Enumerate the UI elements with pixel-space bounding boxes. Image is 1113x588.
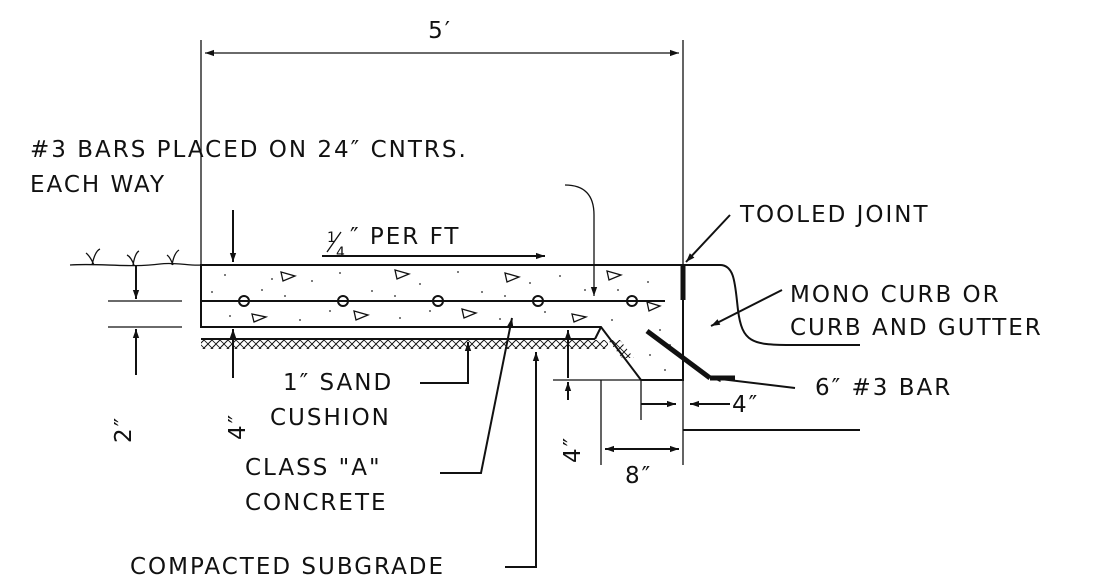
- toe-depth-label: 4″: [560, 436, 586, 463]
- bars-label-line1: #3 BARS PLACED ON 24″ CNTRS.: [30, 137, 468, 163]
- tooled-joint-leader: [685, 214, 731, 263]
- concrete-label-line2: CONCRETE: [245, 490, 388, 516]
- width-dimension: 5′: [200, 18, 684, 265]
- rebar-section: [532, 295, 544, 307]
- slope-denominator: 4: [336, 245, 345, 261]
- dowel-bar-label: 6″ #3 BAR: [815, 375, 952, 401]
- slope-annotation: 1 4 ″ PER FT: [322, 224, 545, 261]
- width-dimension-label: 5′: [428, 18, 452, 44]
- dowel-bar: [645, 328, 712, 381]
- sand-cushion-label-line1: 1″ SAND: [283, 370, 393, 396]
- mono-curb-leader: [710, 289, 783, 327]
- bar-curved-leader: [564, 184, 598, 296]
- subgrade-hatch: [201, 340, 608, 349]
- concrete-label-line1: CLASS "A": [245, 455, 382, 481]
- toe-offset-label: 4″: [732, 392, 759, 418]
- bars-label-line2: EACH WAY: [30, 172, 166, 198]
- toe-width-label: 8″: [625, 463, 652, 489]
- slope-text: ″ PER FT: [350, 224, 460, 250]
- subgrade-label: COMPACTED SUBGRADE: [130, 554, 445, 580]
- sand-cushion-leader: [420, 342, 472, 384]
- sand-cushion-label-line2: CUSHION: [270, 405, 391, 431]
- top-thickness-label: 2″: [111, 416, 137, 443]
- subgrade-leader: [505, 352, 540, 568]
- curb-profile: [683, 264, 860, 431]
- mono-curb-label-line1: MONO CURB OR: [790, 282, 1001, 308]
- rebar-section: [238, 295, 250, 307]
- rebar-section: [337, 295, 349, 307]
- tooled-joint-label: TOOLED JOINT: [739, 202, 930, 228]
- concrete-slab: [200, 264, 684, 381]
- slab-thickness-label: 4″: [225, 413, 251, 440]
- dowel-bar-leader: [711, 375, 796, 389]
- rebar-section: [626, 295, 638, 307]
- concrete-stipple: [211, 271, 671, 371]
- ground-line: [69, 248, 202, 267]
- mono-curb-label-line2: CURB AND GUTTER: [790, 315, 1043, 341]
- slope-numerator: 1: [327, 230, 336, 246]
- rebar-section: [432, 295, 444, 307]
- concrete-leader: [440, 317, 514, 474]
